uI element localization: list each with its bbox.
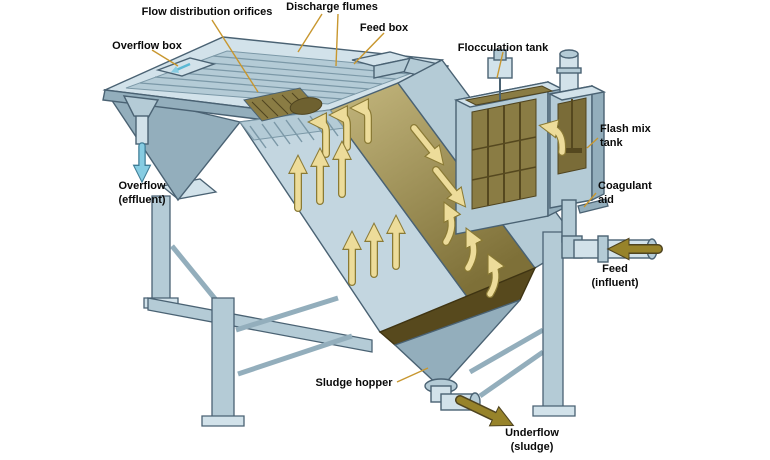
label-sludge-hopper: Sludge hopper — [315, 377, 393, 389]
overflow-arrow — [132, 62, 191, 184]
flow-distribution-orifices — [243, 87, 323, 122]
coagulant-aid-pipe — [577, 198, 609, 214]
leader-lines — [151, 13, 599, 383]
flash-mix-top-pipe — [559, 53, 579, 95]
overflow-box-arrow — [170, 62, 191, 73]
support-frame-front — [201, 231, 576, 427]
label-flocculation-tank: Flocculation tank — [457, 42, 549, 54]
label-overflow-box: Overflow box — [112, 40, 182, 52]
flow-arrows — [132, 62, 663, 427]
front-right-leg — [542, 231, 564, 409]
front-left-leg — [211, 297, 235, 419]
flocc-paddle-frame — [471, 102, 537, 206]
feed-box — [351, 51, 413, 79]
overflow-pipe — [122, 95, 160, 145]
flash-mix-arrow — [538, 119, 567, 156]
label-flash-mix-tank: Flash mix tank — [600, 123, 651, 149]
label-discharge-flumes: Discharge flumes — [286, 1, 378, 13]
discharge-flumes — [139, 55, 410, 100]
label-overflow-effluent: Overflow (effluent) — [118, 180, 166, 206]
label-feed-influent: Feed (influent) — [591, 263, 639, 289]
flocculation-tank — [453, 49, 565, 235]
label-feed-box: Feed box — [359, 22, 409, 34]
label-underflow-sludge: Underflow (sludge) — [505, 427, 559, 453]
label-flow-distribution-orifices: Flow distribution orifices — [141, 6, 273, 18]
feed-channel-arrows — [410, 124, 506, 298]
hopper-walls — [393, 299, 521, 389]
upflow-arrows — [288, 98, 406, 286]
flash-mix-tank — [547, 49, 607, 243]
label-coagulant-aid: Coagulant aid — [598, 180, 652, 206]
underflow-arrow — [455, 395, 515, 427]
